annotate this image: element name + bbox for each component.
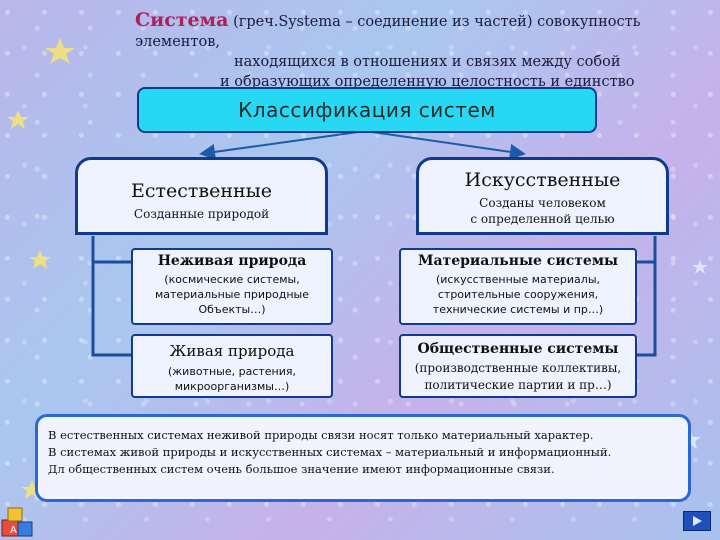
toy-blocks-icon: A: [1, 507, 33, 537]
nonliving-nature-desc-1: (космические системы,: [164, 273, 300, 286]
artificial-subtitle-1: Созданы человеком: [479, 196, 606, 210]
artificial-systems-box: Искусственные Созданы человеком с опреде…: [416, 157, 669, 235]
definition-text: Система (греч.Systema – соединение из ча…: [130, 10, 720, 92]
living-nature-desc-1: (животные, растения,: [167, 365, 296, 378]
social-systems-title: Общественные системы: [417, 341, 619, 357]
material-systems-desc-2: строительные сооружения,: [437, 288, 599, 301]
artificial-subtitle-2: с определенной целью: [470, 212, 615, 226]
natural-systems-box: Естественные Созданные природой: [75, 157, 328, 235]
next-slide-button[interactable]: [683, 511, 711, 531]
summary-line-1: В естественных системах неживой природы …: [48, 428, 594, 442]
material-systems-title: Материальные системы: [417, 253, 619, 269]
summary-line-2: В системах живой природы и искусственных…: [48, 445, 612, 459]
svg-text:A: A: [10, 525, 17, 536]
natural-title: Естественные: [130, 180, 273, 202]
next-slide-arrow-icon: [693, 516, 702, 526]
summary-note: В естественных системах неживой природы …: [35, 414, 691, 502]
term-system: Система: [135, 9, 229, 31]
nonliving-nature-box: Неживая природа (космические системы, ма…: [131, 248, 333, 325]
social-systems-box: Общественные системы (производственные к…: [399, 334, 637, 398]
classification-title-box: Классификация систем: [137, 87, 597, 133]
material-systems-desc-1: (искусственные материалы,: [435, 273, 601, 286]
living-nature-title: Живая природа: [169, 342, 295, 360]
definition-line-3: и образующих определенную целостность и …: [220, 74, 635, 90]
social-systems-desc-1: (производственные коллективы,: [414, 361, 622, 375]
summary-line-3: Дл общественных систем очень большое зна…: [48, 462, 555, 476]
nonliving-nature-desc-2: материальные природные: [154, 288, 310, 301]
definition-line-2: находящихся в отношениях и связях между …: [234, 54, 621, 70]
social-systems-desc-2: политические партии и пр…): [424, 378, 612, 392]
natural-subtitle: Созданные природой: [133, 207, 270, 221]
living-nature-box: Живая природа (животные, растения, микро…: [131, 334, 333, 398]
classification-title: Классификация систем: [238, 98, 496, 122]
living-nature-desc-2: микроорганизмы…): [174, 380, 290, 393]
nonliving-nature-desc-3: Объекты…): [198, 303, 266, 316]
material-systems-desc-3: технические системы и пр…): [432, 303, 604, 316]
material-systems-box: Материальные системы (искусственные мате…: [399, 248, 637, 325]
artificial-title: Искусственные: [464, 169, 621, 191]
nonliving-nature-title: Неживая природа: [157, 253, 307, 269]
definition-line-1: Система (греч.Systema – соединение из ча…: [135, 9, 641, 50]
